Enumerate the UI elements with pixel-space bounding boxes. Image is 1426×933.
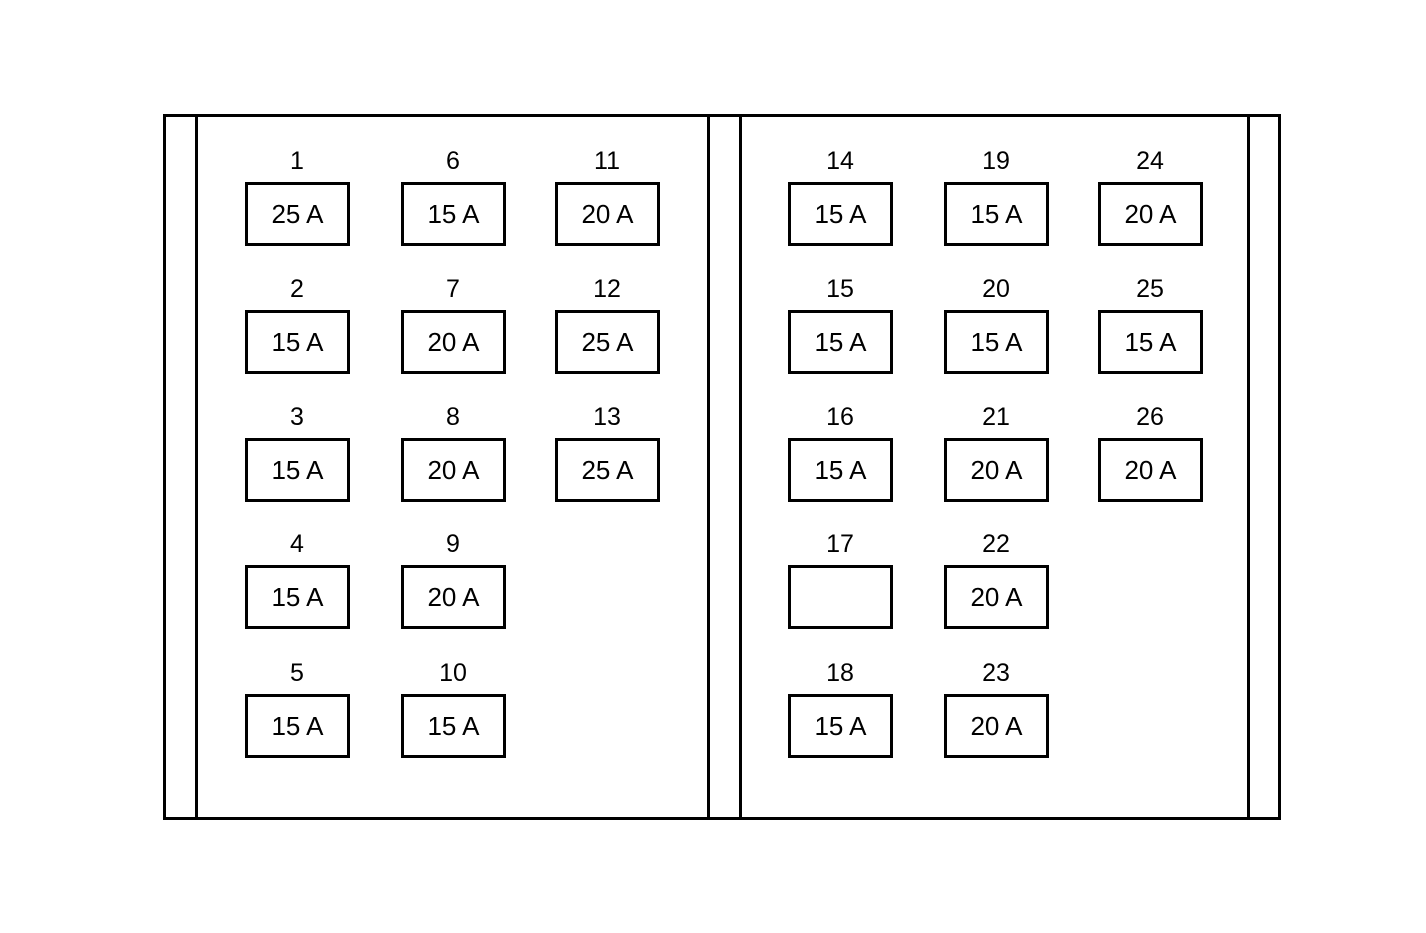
fuse-slot: 15 A [944, 310, 1049, 374]
fuse-rating: 15 A [271, 710, 324, 741]
fuse-slot: 15 A [788, 438, 893, 502]
panel-left-rail [195, 117, 198, 817]
fuse-slot: 15 A [788, 182, 893, 246]
fuse-rating: 15 A [814, 710, 867, 741]
fuse-slot: 15 A [401, 694, 506, 758]
fuse-number-label: 12 [593, 275, 621, 303]
fuse-slot: 20 A [944, 438, 1049, 502]
fuse-rating: 20 A [581, 198, 634, 229]
fuse-number-label: 15 [826, 275, 854, 303]
fuse-rating: 15 A [814, 326, 867, 357]
fuse-panel [163, 114, 1281, 820]
fuse-slot: 15 A [788, 310, 893, 374]
fuse-rating: 20 A [427, 326, 480, 357]
fuse-slot: 15 A [245, 565, 350, 629]
fuse-rating: 25 A [581, 326, 634, 357]
fuse-slot: 15 A [1098, 310, 1203, 374]
fuse-number-label: 3 [290, 403, 304, 431]
fuse-number-label: 9 [446, 530, 460, 558]
fuse-rating: 15 A [427, 198, 480, 229]
fuse-rating: 15 A [814, 198, 867, 229]
fuse-rating: 15 A [970, 198, 1023, 229]
fuse-rating: 20 A [970, 581, 1023, 612]
fuse-number-label: 7 [446, 275, 460, 303]
fuse-number-label: 1 [290, 147, 304, 175]
fuse-number-label: 17 [826, 530, 854, 558]
fuse-slot: 20 A [1098, 438, 1203, 502]
fuse-slot: 20 A [401, 310, 506, 374]
fuse-number-label: 4 [290, 530, 304, 558]
fuse-number-label: 23 [982, 659, 1010, 687]
fuse-rating: 20 A [1124, 198, 1177, 229]
fuse-rating: 15 A [1124, 326, 1177, 357]
fuse-number-label: 10 [439, 659, 467, 687]
fuse-rating: 20 A [427, 581, 480, 612]
fuse-rating: 25 A [271, 198, 324, 229]
fuse-number-label: 13 [593, 403, 621, 431]
fuse-number-label: 24 [1136, 147, 1164, 175]
fuse-rating: 15 A [271, 454, 324, 485]
fuse-rating: 15 A [970, 326, 1023, 357]
fuse-number-label: 19 [982, 147, 1010, 175]
fuse-number-label: 8 [446, 403, 460, 431]
fuse-slot: 20 A [555, 182, 660, 246]
fuse-slot: 15 A [245, 694, 350, 758]
fuse-slot: 15 A [245, 310, 350, 374]
panel-right-rail [1247, 117, 1250, 817]
fuse-number-label: 6 [446, 147, 460, 175]
fuse-slot: 20 A [401, 438, 506, 502]
fuse-number-label: 22 [982, 530, 1010, 558]
fuse-slot: 20 A [944, 694, 1049, 758]
fuse-slot: 25 A [555, 310, 660, 374]
fuse-slot: 20 A [401, 565, 506, 629]
fuse-slot: 20 A [1098, 182, 1203, 246]
fuse-number-label: 11 [594, 147, 620, 175]
fuse-rating: 15 A [814, 454, 867, 485]
fuse-slot: 20 A [944, 565, 1049, 629]
fuse-rating: 15 A [427, 710, 480, 741]
fuse-number-label: 2 [290, 275, 304, 303]
panel-center-divider-right [739, 117, 742, 817]
fuse-number-label: 26 [1136, 403, 1164, 431]
fuse-slot: 15 A [944, 182, 1049, 246]
fuse-slot: 15 A [245, 438, 350, 502]
fuse-rating: 25 A [581, 454, 634, 485]
fuse-slot: 25 A [245, 182, 350, 246]
fuse-number-label: 25 [1136, 275, 1164, 303]
fuse-number-label: 20 [982, 275, 1010, 303]
fuse-number-label: 18 [826, 659, 854, 687]
fuse-number-label: 16 [826, 403, 854, 431]
fuse-number-label: 21 [982, 403, 1010, 431]
fuse-rating: 20 A [1124, 454, 1177, 485]
fuse-number-label: 14 [826, 147, 854, 175]
fuse-slot: 25 A [555, 438, 660, 502]
fuse-slot [788, 565, 893, 629]
fuse-rating: 15 A [271, 581, 324, 612]
fuse-rating: 20 A [427, 454, 480, 485]
fuse-slot: 15 A [401, 182, 506, 246]
panel-center-divider-left [707, 117, 710, 817]
fuse-rating: 20 A [970, 710, 1023, 741]
fuse-number-label: 5 [290, 659, 304, 687]
fuse-rating: 15 A [271, 326, 324, 357]
fuse-rating: 20 A [970, 454, 1023, 485]
fuse-slot: 15 A [788, 694, 893, 758]
